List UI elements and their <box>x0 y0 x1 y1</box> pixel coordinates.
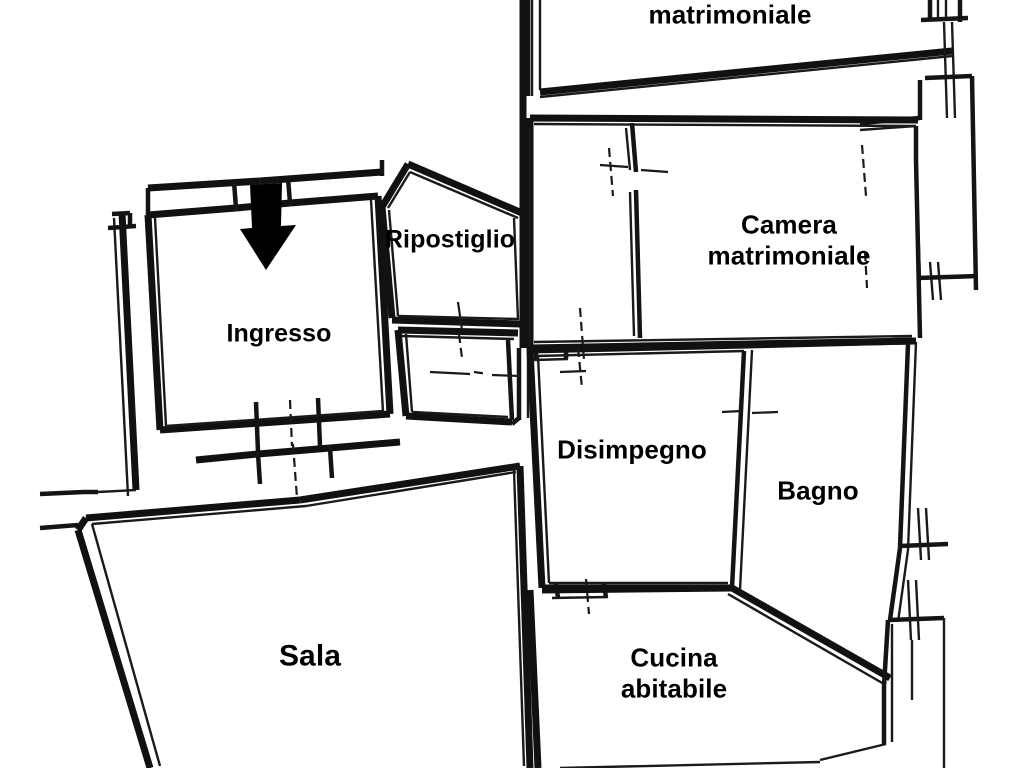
room-outline-sala <box>74 438 534 768</box>
window-opening-bottom-right <box>887 579 946 768</box>
room-outline-ripostiglio <box>378 160 524 328</box>
door-swing-ticks-camera <box>578 144 869 361</box>
room-outline-camera-matrimoniale <box>526 114 923 352</box>
exterior-left-wall <box>39 210 140 531</box>
entrance-arrow-icon <box>240 183 296 270</box>
room-outline-cucina <box>526 584 894 768</box>
window-opening-top-right <box>920 0 969 23</box>
room-outline-corridor-small <box>394 301 521 426</box>
room-outline-camera-matrimoniale-top <box>525 0 963 99</box>
room-outline-disimpegno <box>526 341 779 615</box>
room-outline-ingresso <box>144 160 394 453</box>
central-spine-wall <box>510 0 534 426</box>
room-outline-bagno <box>747 337 949 623</box>
